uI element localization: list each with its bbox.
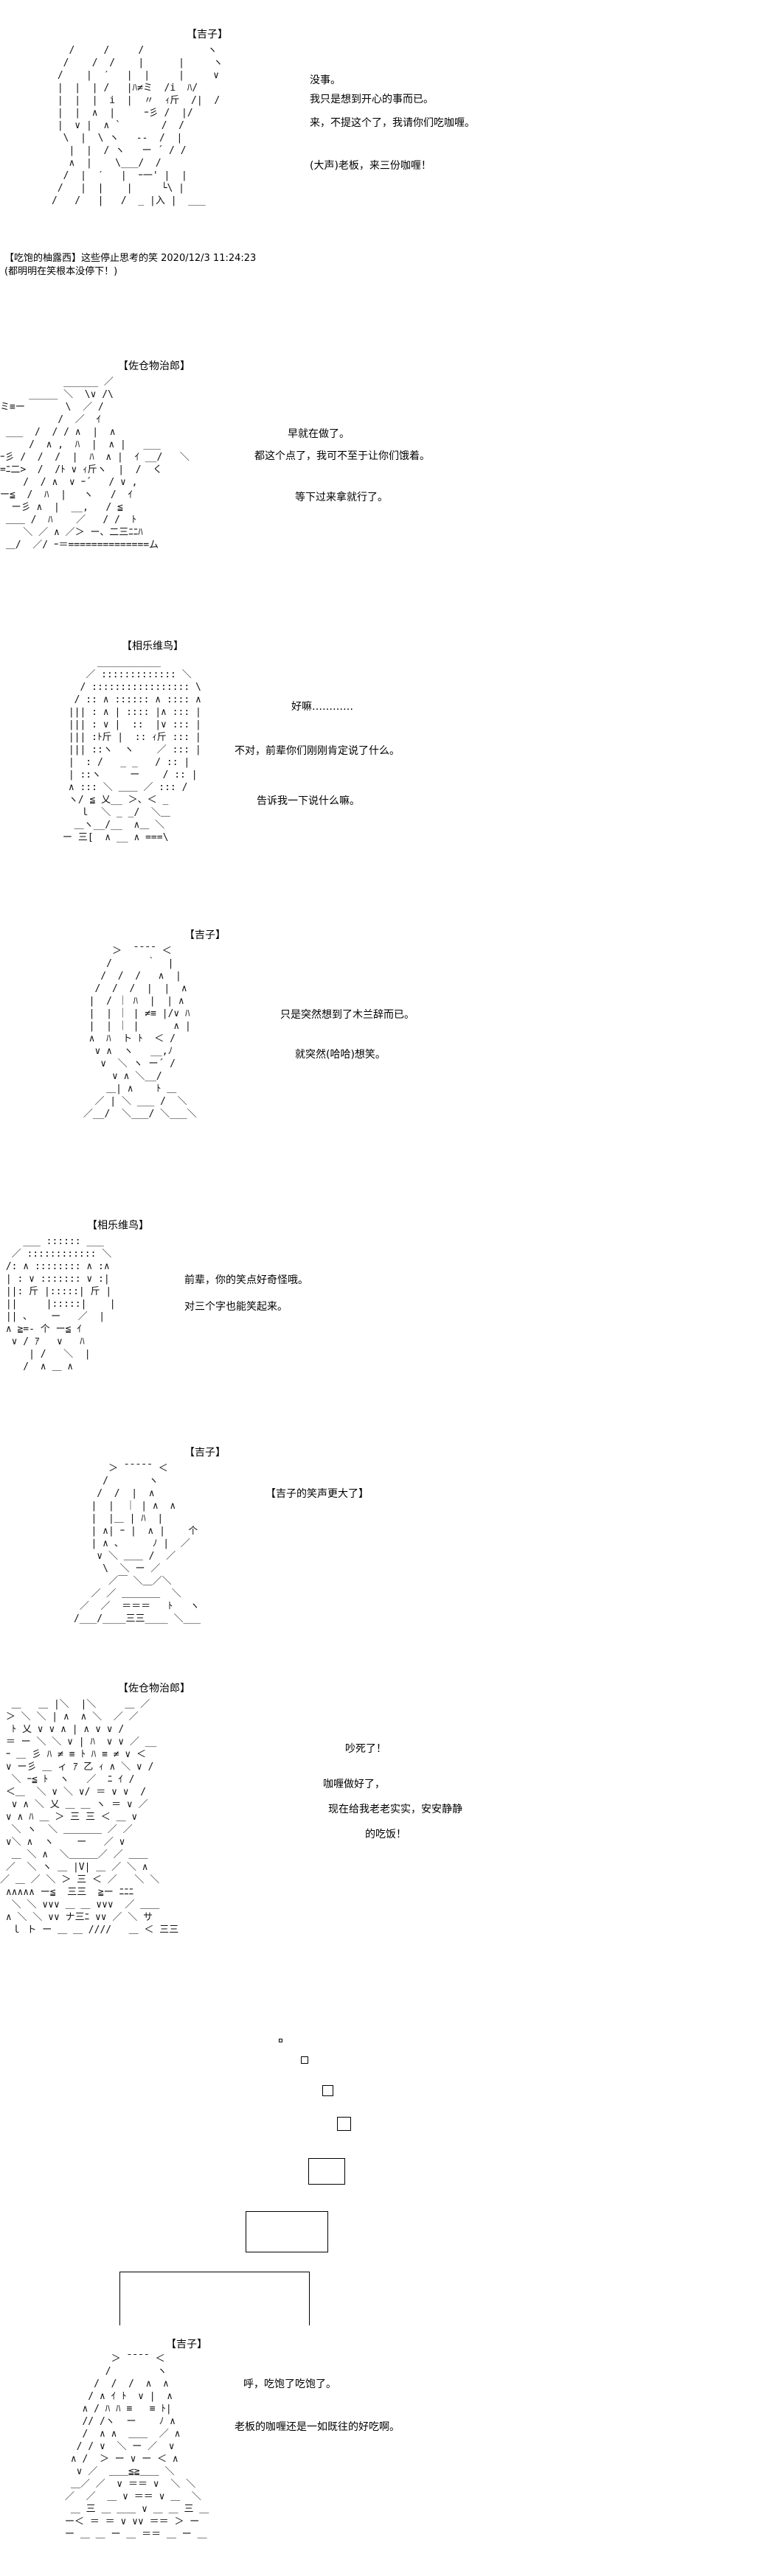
dialogue-line: 老板的咖喱还是一如既往的好吃啊。 — [235, 2421, 400, 2433]
dialogue-line: 都这个点了，我可不至于让你们饿着。 — [254, 450, 430, 462]
dialogue-line: 吵死了！ — [345, 1743, 386, 1755]
speaker-label: 【佐仓物治郎】 — [118, 1683, 190, 1694]
panel-8: 【吉子】 ＞ ¯¯¯¯ ＜ / ヽ / / / ∧ ∧ / ∧ ｲ ﾄ ∨ | … — [0, 2329, 781, 2576]
speaker-label: 【相乐维鸟】 — [122, 640, 184, 652]
dialogue-line: 前辈，你的笑点好奇怪哦。 — [184, 1274, 308, 1286]
dialogue-line: 我只是想到开心的事而已。 — [310, 94, 434, 105]
dialogue-line: 早就在做了。 — [288, 428, 350, 440]
dialogue-line: 现在给我老老实实，安安静静 — [328, 1804, 462, 1815]
transition-box — [301, 2056, 308, 2064]
panel-7: 【佐仓物治郎】 ＿ ＿ |＼ |＼ ＿ ／ ＞ ＼ ＼ | ∧ ∧ ＼ ／ ／ … — [0, 1680, 781, 2027]
panel-3: 【相乐维鸟】 ___________ ／ ::::::::::::: ＼ / :… — [0, 634, 781, 914]
speaker-label: 【吉子】 — [166, 2339, 207, 2350]
speaker-label: 【佐仓物治郎】 — [118, 360, 190, 372]
dialogue-line: 对三个字也能笑起来。 — [184, 1301, 288, 1313]
ascii-art-character: ___ :::::: ___ ／ :::::::::::: ＼ /: ∧ :::… — [5, 1236, 116, 1372]
panel-4: 【吉子】 ＞ ¯¯¯¯ ＜ / ｀ | / / / ∧ | / / / | | … — [0, 921, 781, 1187]
reader-comment: (都明明在笑根本没停下！) — [4, 266, 118, 277]
ascii-art-character: ___________ ／ ::::::::::::: ＼ / ::::::::… — [63, 657, 201, 843]
dialogue-line: 咖喱做好了， — [323, 1779, 385, 1790]
dialogue-line: 就突然(哈哈)想笑。 — [295, 1049, 386, 1061]
panel-1: 【吉子】 / / / ヽ / / / | | ヽ / | ′ | | | ∨ |… — [0, 0, 781, 295]
ascii-art-character: ＿ ＿ |＼ |＼ ＿ ／ ＞ ＼ ＼ | ∧ ∧ ＼ ／ ／ ﾄ 乂 ∨ ∨ … — [0, 1699, 179, 1936]
transition-boxes — [0, 2034, 781, 2344]
ascii-art-character: ＞ ¯¯¯¯ ＜ / ヽ / / / ∧ ∧ / ∧ ｲ ﾄ ∨ | ∧ ∧ /… — [65, 2353, 209, 2540]
ascii-art-character: ______ ／ _____ ＼ \∨ /\ ミ≡ー \ ／ / / ／ ｲ _… — [0, 377, 190, 551]
transition-box — [337, 2117, 351, 2131]
panel-6: 【吉子】 ＞ ¯¯¯¯¯ ＜ / ヽ / / | ∧ | | ｜ | ∧ ∧ |… — [0, 1437, 781, 1673]
dialogue-line: 【吉子的笑声更大了】 — [265, 1488, 369, 1500]
transition-box — [322, 2085, 333, 2096]
speaker-label: 【吉子】 — [187, 29, 228, 41]
dialogue-line: 好嘛………… — [291, 701, 353, 713]
reader-comment: 【吃饱的柚露西】这些停止思考的笑 2020/12/3 11:24:23 — [4, 253, 257, 264]
dialogue-line: (大声)老板，来三份咖喱！ — [310, 160, 431, 172]
speaker-label: 【吉子】 — [184, 929, 226, 941]
ascii-art-character: / / / ヽ / / / | | ヽ / | ′ | | | ∨ | | | … — [52, 45, 223, 206]
dialogue-line: 呼，吃饱了吃饱了。 — [243, 2378, 336, 2390]
ascii-art-character: ＞ ¯¯¯¯¯ ＜ / ヽ / / | ∧ | | ｜ | ∧ ∧ | |＿ |… — [74, 1463, 201, 1624]
ascii-art-character: ＞ ¯¯¯¯ ＜ / ｀ | / / / ∧ | / / / | | ∧ | /… — [83, 946, 197, 1120]
transition-frame — [119, 2272, 310, 2325]
transition-box — [308, 2158, 345, 2185]
transition-box — [246, 2211, 328, 2252]
panel-2: 【佐仓物治郎】 ______ ／ _____ ＼ \∨ /\ ミ≡ー \ ／ /… — [0, 346, 781, 626]
panel-5: 【相乐维鸟】 ___ :::::: ___ ／ :::::::::::: ＼ /… — [0, 1209, 781, 1430]
transition-dot — [279, 2039, 282, 2042]
dialogue-line: 来，不提这个了，我请你们吃咖喱。 — [310, 117, 475, 129]
dialogue-line: 只是突然想到了木兰辞而已。 — [280, 1009, 414, 1021]
dialogue-line: 没事。 — [310, 74, 341, 86]
dialogue-line: 告诉我一下说什么嘛。 — [257, 795, 360, 807]
dialogue-line: 的吃饭！ — [365, 1829, 406, 1840]
dialogue-line: 等下过来拿就行了。 — [295, 492, 388, 503]
speaker-label: 【相乐维鸟】 — [87, 1220, 149, 1232]
dialogue-line: 不对，前辈你们刚刚肯定说了什么。 — [235, 745, 400, 757]
speaker-label: 【吉子】 — [184, 1447, 226, 1459]
